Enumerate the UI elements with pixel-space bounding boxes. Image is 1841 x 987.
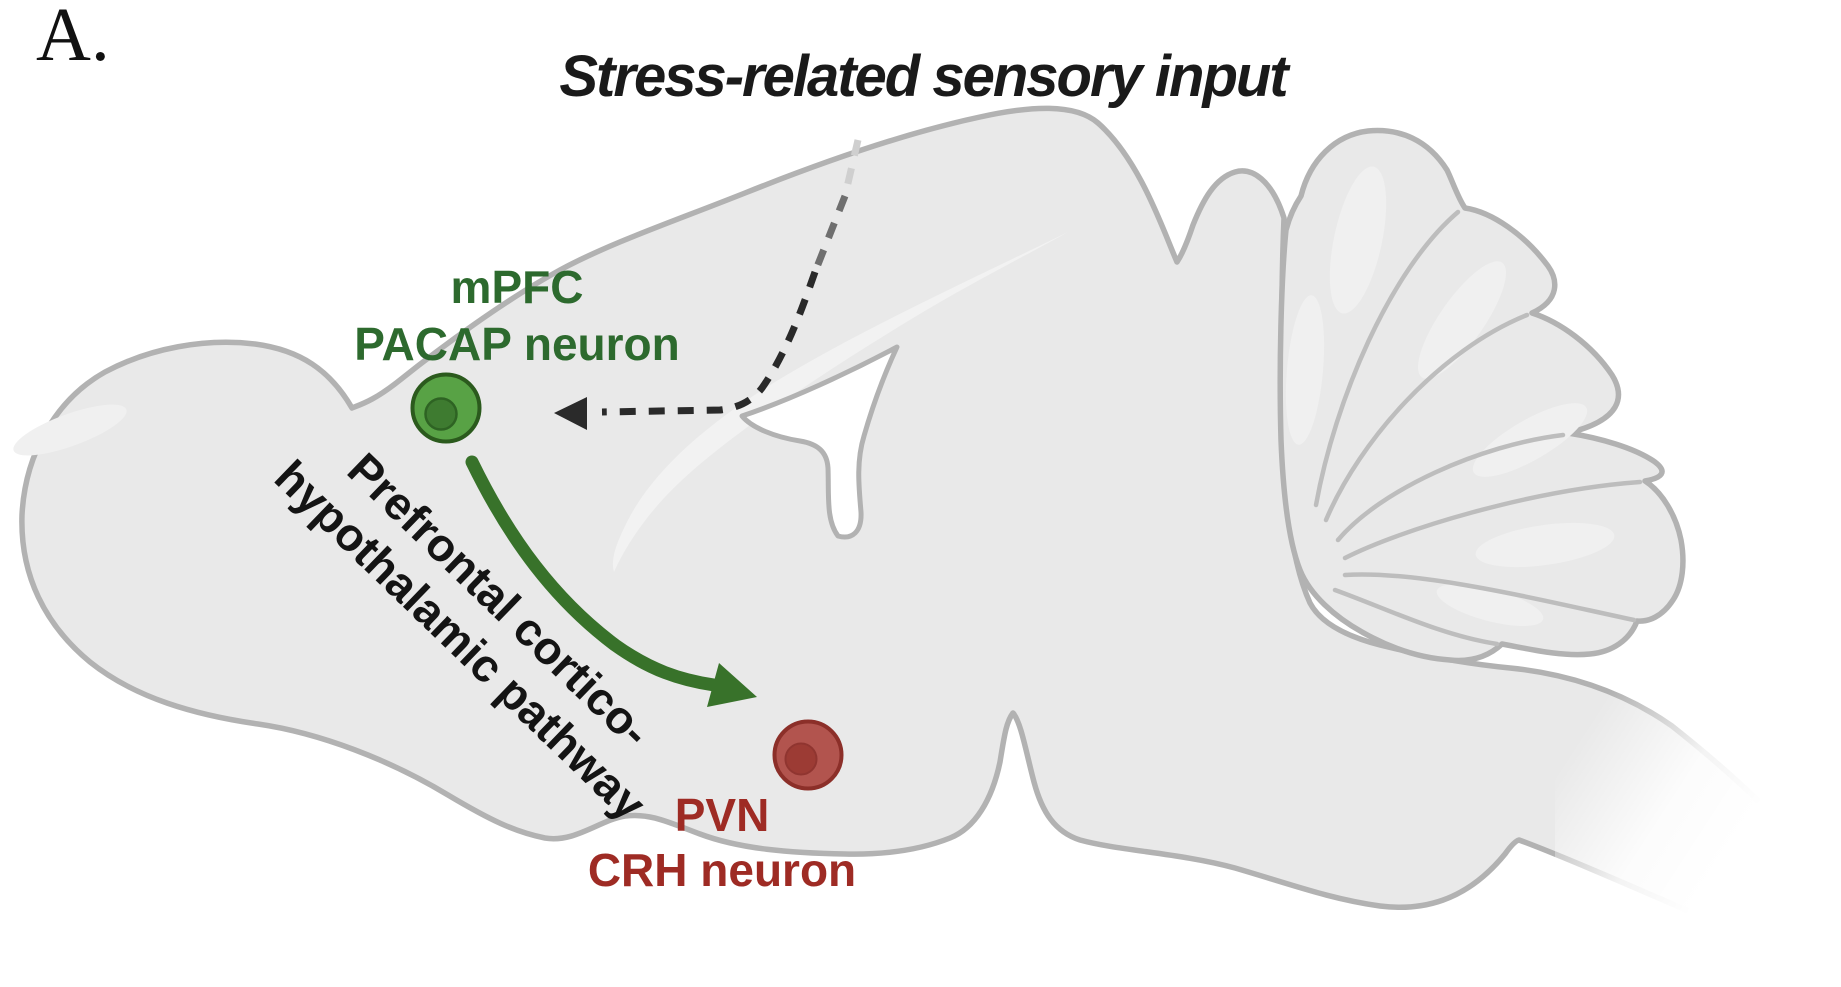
- dashed-arrowhead-left-icon: [554, 397, 587, 430]
- olfactory-highlight: [13, 404, 127, 456]
- pvn-region-label: PVN CRH neuron: [522, 788, 922, 898]
- sensory-input-dashed-arrow: [601, 139, 862, 416]
- dashed-arrow-segment-faint: [841, 139, 862, 197]
- pvn-neuron-nucleus: [784, 742, 818, 776]
- mpfc-neuron-nucleus: [424, 397, 458, 431]
- brainstem-fade: [1555, 610, 1841, 987]
- mpfc-pacap-neuron: [410, 372, 482, 444]
- curved-arrowhead-icon: [707, 663, 757, 707]
- pvn-crh-neuron: [772, 719, 844, 791]
- dashed-arrow-segment-main: [601, 270, 819, 416]
- pvn-label-line1: PVN: [674, 789, 770, 841]
- brain-outline: [19, 105, 1801, 951]
- cerebellum: [1277, 127, 1686, 664]
- figure-title: Stress-related sensory input: [559, 44, 1288, 109]
- cortico-hypothalamic-arrow: [465, 455, 721, 692]
- mpfc-label-line1: mPFC: [450, 261, 584, 313]
- mpfc-region-label: mPFC PACAP neuron: [317, 259, 717, 373]
- lateral-ventricle: [739, 344, 900, 540]
- pvn-label-line2: CRH neuron: [587, 844, 857, 896]
- panel-label: A.: [36, 0, 110, 77]
- dashed-arrow-segment-mid: [811, 194, 849, 274]
- mpfc-label-line2: PACAP neuron: [354, 318, 680, 370]
